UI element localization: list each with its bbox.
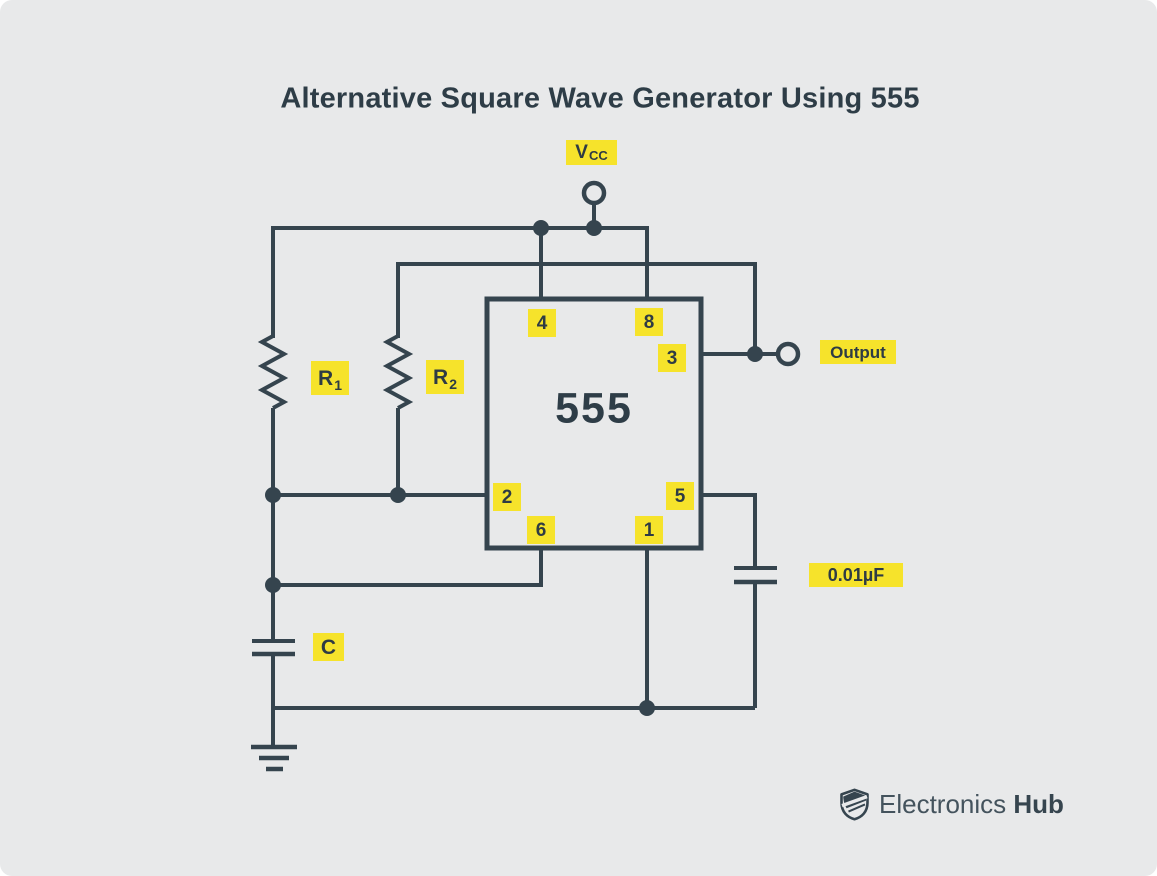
pin-label-4: 4: [528, 309, 556, 337]
junction-dot: [586, 220, 602, 236]
wire-r2-to-output: [396, 262, 757, 354]
wire-vcc-rail: [271, 226, 649, 338]
brand-footer: Electronics Hub: [839, 786, 1064, 822]
shield-icon: [840, 788, 869, 820]
junction-dot: [533, 220, 549, 236]
brand-text: Electronics Hub: [879, 788, 1064, 819]
vcc-terminal-icon: [581, 180, 607, 206]
pin-label-3: 3: [658, 344, 686, 372]
wire-pin6: [273, 548, 543, 587]
wire-pin5: [701, 493, 757, 568]
junction-dot: [390, 487, 406, 503]
pin-label-5: 5: [666, 482, 694, 510]
pin-label-2: 2: [493, 483, 521, 511]
junction-dot: [265, 487, 281, 503]
page-title: Alternative Square Wave Generator Using …: [280, 82, 920, 115]
resistor-r1-zigzag: [257, 334, 289, 410]
pin-label-8: 8: [635, 308, 663, 336]
bypass-capacitor-label: 0.01µF: [809, 563, 903, 587]
pin-label-1: 1: [635, 516, 663, 544]
resistor-r2-zigzag: [382, 334, 414, 410]
pin-label-6: 6: [527, 516, 555, 544]
junction-dot: [639, 700, 655, 716]
junction-dot: [747, 346, 763, 362]
output-label: Output: [820, 340, 896, 364]
output-terminal-icon: [775, 341, 801, 367]
ic-555-label: 555: [555, 384, 633, 433]
junction-dot: [265, 577, 281, 593]
ic-body: [484, 296, 704, 551]
c-label: C: [313, 633, 344, 661]
